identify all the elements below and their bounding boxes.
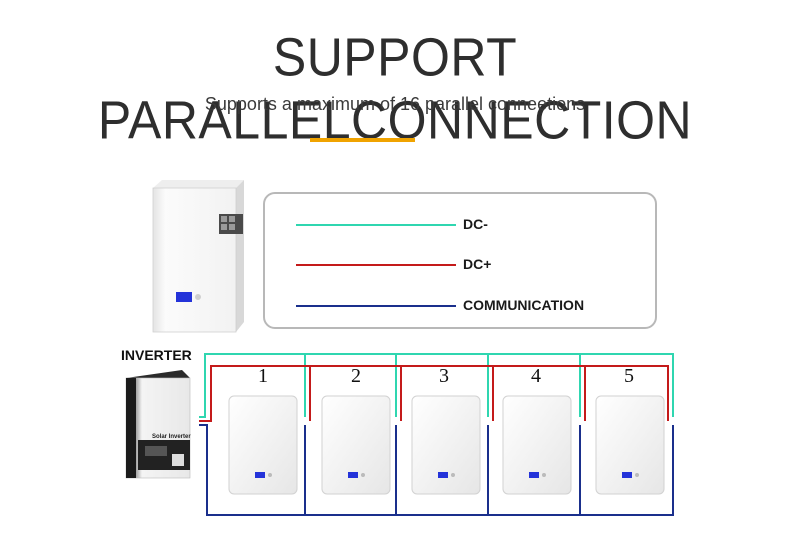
page-title: SUPPORT PARALLELCONNECTION (97, 27, 693, 151)
dc-plus-wire (199, 365, 669, 422)
accent-divider (310, 138, 415, 142)
battery-unit-4 (502, 395, 572, 495)
communication-legend-line (296, 305, 456, 307)
dc-plus-legend-line (296, 264, 456, 266)
inverter-device: Solar Inverter (125, 370, 191, 479)
battery-number-1: 1 (258, 365, 268, 387)
dc-plus-legend-label: DC+ (463, 256, 492, 272)
communication-legend-label: COMMUNICATION (463, 297, 585, 313)
inverter-label: INVERTER (121, 347, 192, 363)
wall-battery-product (152, 180, 244, 333)
battery-unit-1 (228, 395, 298, 495)
dc-minus-legend-line (296, 224, 456, 226)
wire-legend: DC- DC+ COMMUNICATION (263, 192, 657, 329)
battery-unit-2 (321, 395, 391, 495)
battery-unit-5 (595, 395, 665, 495)
battery-unit-3 (411, 395, 481, 495)
communication-wire (199, 424, 674, 516)
battery-number-5: 5 (624, 365, 634, 387)
wiring (199, 353, 674, 516)
page-subtitle: Supports a maximum of 16 parallel connee… (204, 94, 586, 114)
battery-number-3: 3 (439, 365, 449, 387)
dc-minus-wire (199, 353, 674, 418)
battery-number-4: 4 (531, 365, 541, 387)
svg-text:Solar Inverter: Solar Inverter (152, 434, 191, 440)
dc-minus-legend-label: DC- (463, 216, 488, 232)
battery-number-2: 2 (351, 365, 361, 387)
